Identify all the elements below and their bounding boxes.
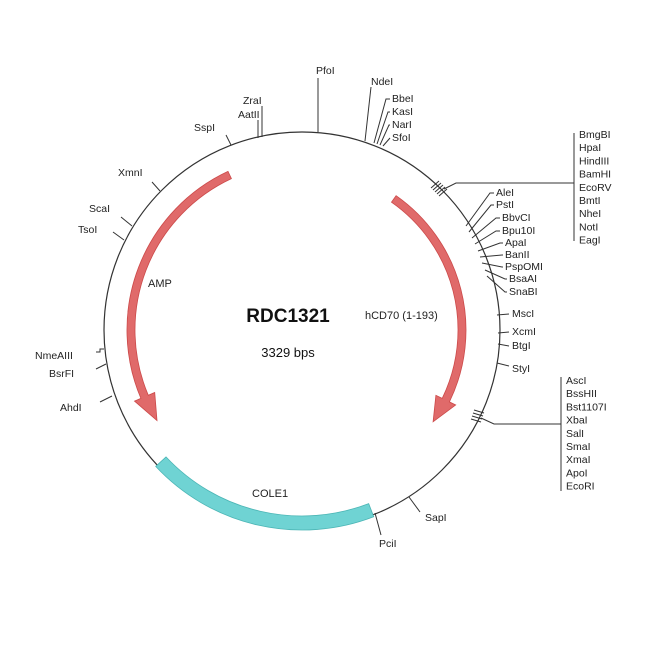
cole1-feature[interactable] bbox=[155, 456, 375, 531]
site-aatii[interactable]: AatII bbox=[238, 109, 260, 138]
svg-text:BbvCI: BbvCI bbox=[502, 212, 531, 224]
svg-text:BsaAI: BsaAI bbox=[509, 273, 537, 285]
svg-text:Bpu10I: Bpu10I bbox=[502, 225, 535, 237]
svg-text:NmeAIII: NmeAIII bbox=[35, 350, 73, 362]
svg-text:XmnI: XmnI bbox=[118, 167, 143, 179]
site-label-apoi: ApoI bbox=[566, 467, 588, 479]
site-scai[interactable]: ScaI bbox=[89, 203, 133, 227]
site-bsaai[interactable]: BsaAI bbox=[484, 269, 537, 285]
site-styi[interactable]: StyI bbox=[496, 362, 530, 375]
site-btgi[interactable]: BtgI bbox=[497, 340, 531, 352]
svg-text:TsoI: TsoI bbox=[78, 224, 97, 236]
svg-text:NarI: NarI bbox=[392, 119, 412, 131]
site-label-hpai: HpaI bbox=[579, 142, 601, 154]
site-bsrfi[interactable]: BsrFI bbox=[49, 363, 107, 380]
site-sapi[interactable]: SapI bbox=[408, 496, 447, 524]
site-label-sali: SalI bbox=[566, 428, 584, 440]
site-psti[interactable]: PstI bbox=[468, 199, 514, 233]
site-label-eagi: EagI bbox=[579, 235, 601, 247]
site-xcmi[interactable]: XcmI bbox=[497, 326, 536, 338]
site-zrai[interactable]: ZraI bbox=[243, 95, 263, 137]
amp-label: AMP bbox=[148, 278, 172, 290]
site-label-bmti: BmtI bbox=[579, 195, 601, 207]
svg-text:NdeI: NdeI bbox=[371, 76, 393, 88]
svg-text:StyI: StyI bbox=[512, 363, 530, 375]
site-label-bsshii: BssHII bbox=[566, 388, 597, 400]
site-tsoi[interactable]: TsoI bbox=[78, 224, 125, 241]
svg-text:AhdI: AhdI bbox=[60, 402, 82, 414]
svg-text:ScaI: ScaI bbox=[89, 203, 110, 215]
svg-text:PstI: PstI bbox=[496, 199, 514, 211]
cole1-label: COLE1 bbox=[252, 488, 288, 500]
site-snabi[interactable]: SnaBI bbox=[486, 275, 538, 298]
svg-text:BanII: BanII bbox=[505, 249, 530, 261]
site-label-noti: NotI bbox=[579, 221, 598, 233]
site-pspomi[interactable]: PspOMI bbox=[481, 261, 543, 273]
site-bbvci[interactable]: BbvCI bbox=[471, 212, 531, 239]
site-banii[interactable]: BanII bbox=[479, 249, 530, 261]
site-pfoi[interactable]: PfoI bbox=[316, 65, 335, 132]
plasmid-size: 3329 bps bbox=[261, 345, 315, 360]
svg-text:MscI: MscI bbox=[512, 308, 534, 320]
site-alei[interactable]: AleI bbox=[465, 187, 514, 227]
svg-text:SspI: SspI bbox=[194, 122, 215, 134]
svg-text:PciI: PciI bbox=[379, 538, 397, 550]
svg-text:AatII: AatII bbox=[238, 109, 260, 121]
site-ndei[interactable]: NdeI bbox=[364, 76, 393, 142]
site-sfoi[interactable]: SfoI bbox=[382, 132, 411, 147]
site-label-asci: AscI bbox=[566, 375, 586, 387]
hcd70-label: hCD70 (1-193) bbox=[365, 310, 438, 322]
amp-feature-arrow[interactable] bbox=[126, 170, 232, 422]
plasmid-name: RDC1321 bbox=[246, 306, 330, 327]
svg-text:AleI: AleI bbox=[496, 187, 514, 199]
hcd70-feature-arrow[interactable] bbox=[390, 195, 467, 423]
svg-text:ZraI: ZraI bbox=[243, 95, 262, 107]
site-label-ecori: EcoRI bbox=[566, 481, 595, 493]
svg-text:BtgI: BtgI bbox=[512, 340, 531, 352]
svg-text:ApaI: ApaI bbox=[505, 237, 527, 249]
site-msci[interactable]: MscI bbox=[496, 308, 534, 320]
site-bbei[interactable]: BbeI bbox=[373, 93, 414, 144]
svg-text:BbeI: BbeI bbox=[392, 93, 414, 105]
site-label-xmai: XmaI bbox=[566, 454, 591, 466]
site-bpu10i[interactable]: Bpu10I bbox=[474, 225, 535, 245]
svg-text:XcmI: XcmI bbox=[512, 326, 536, 338]
svg-text:KasI: KasI bbox=[392, 106, 413, 118]
site-label-nhei: NheI bbox=[579, 208, 601, 220]
svg-text:BsrFI: BsrFI bbox=[49, 368, 74, 380]
site-label-hindiii: HindIII bbox=[579, 155, 609, 167]
site-label-ecorv: EcoRV bbox=[579, 182, 612, 194]
site-xmni[interactable]: XmnI bbox=[118, 167, 161, 192]
site-apai[interactable]: ApaI bbox=[477, 237, 527, 252]
site-ahdi[interactable]: AhdI bbox=[60, 395, 113, 414]
site-kasi[interactable]: KasI bbox=[376, 106, 413, 145]
svg-text:PfoI: PfoI bbox=[316, 65, 335, 77]
svg-text:SapI: SapI bbox=[425, 512, 447, 524]
site-label-xbai: XbaI bbox=[566, 415, 588, 427]
svg-text:PspOMI: PspOMI bbox=[505, 261, 543, 273]
svg-text:SnaBI: SnaBI bbox=[509, 286, 538, 298]
site-label-bamhi: BamHI bbox=[579, 169, 611, 181]
svg-text:SfoI: SfoI bbox=[392, 132, 411, 144]
site-label-smai: SmaI bbox=[566, 441, 591, 453]
site-sspi[interactable]: SspI bbox=[194, 122, 232, 146]
site-nmeaiii[interactable]: NmeAIII bbox=[35, 348, 104, 362]
site-pcii[interactable]: PciI bbox=[374, 512, 397, 550]
site-label-bmgbi: BmgBI bbox=[579, 129, 611, 141]
site-nari[interactable]: NarI bbox=[379, 119, 412, 146]
site-label-bst1107i: Bst1107I bbox=[566, 401, 607, 413]
